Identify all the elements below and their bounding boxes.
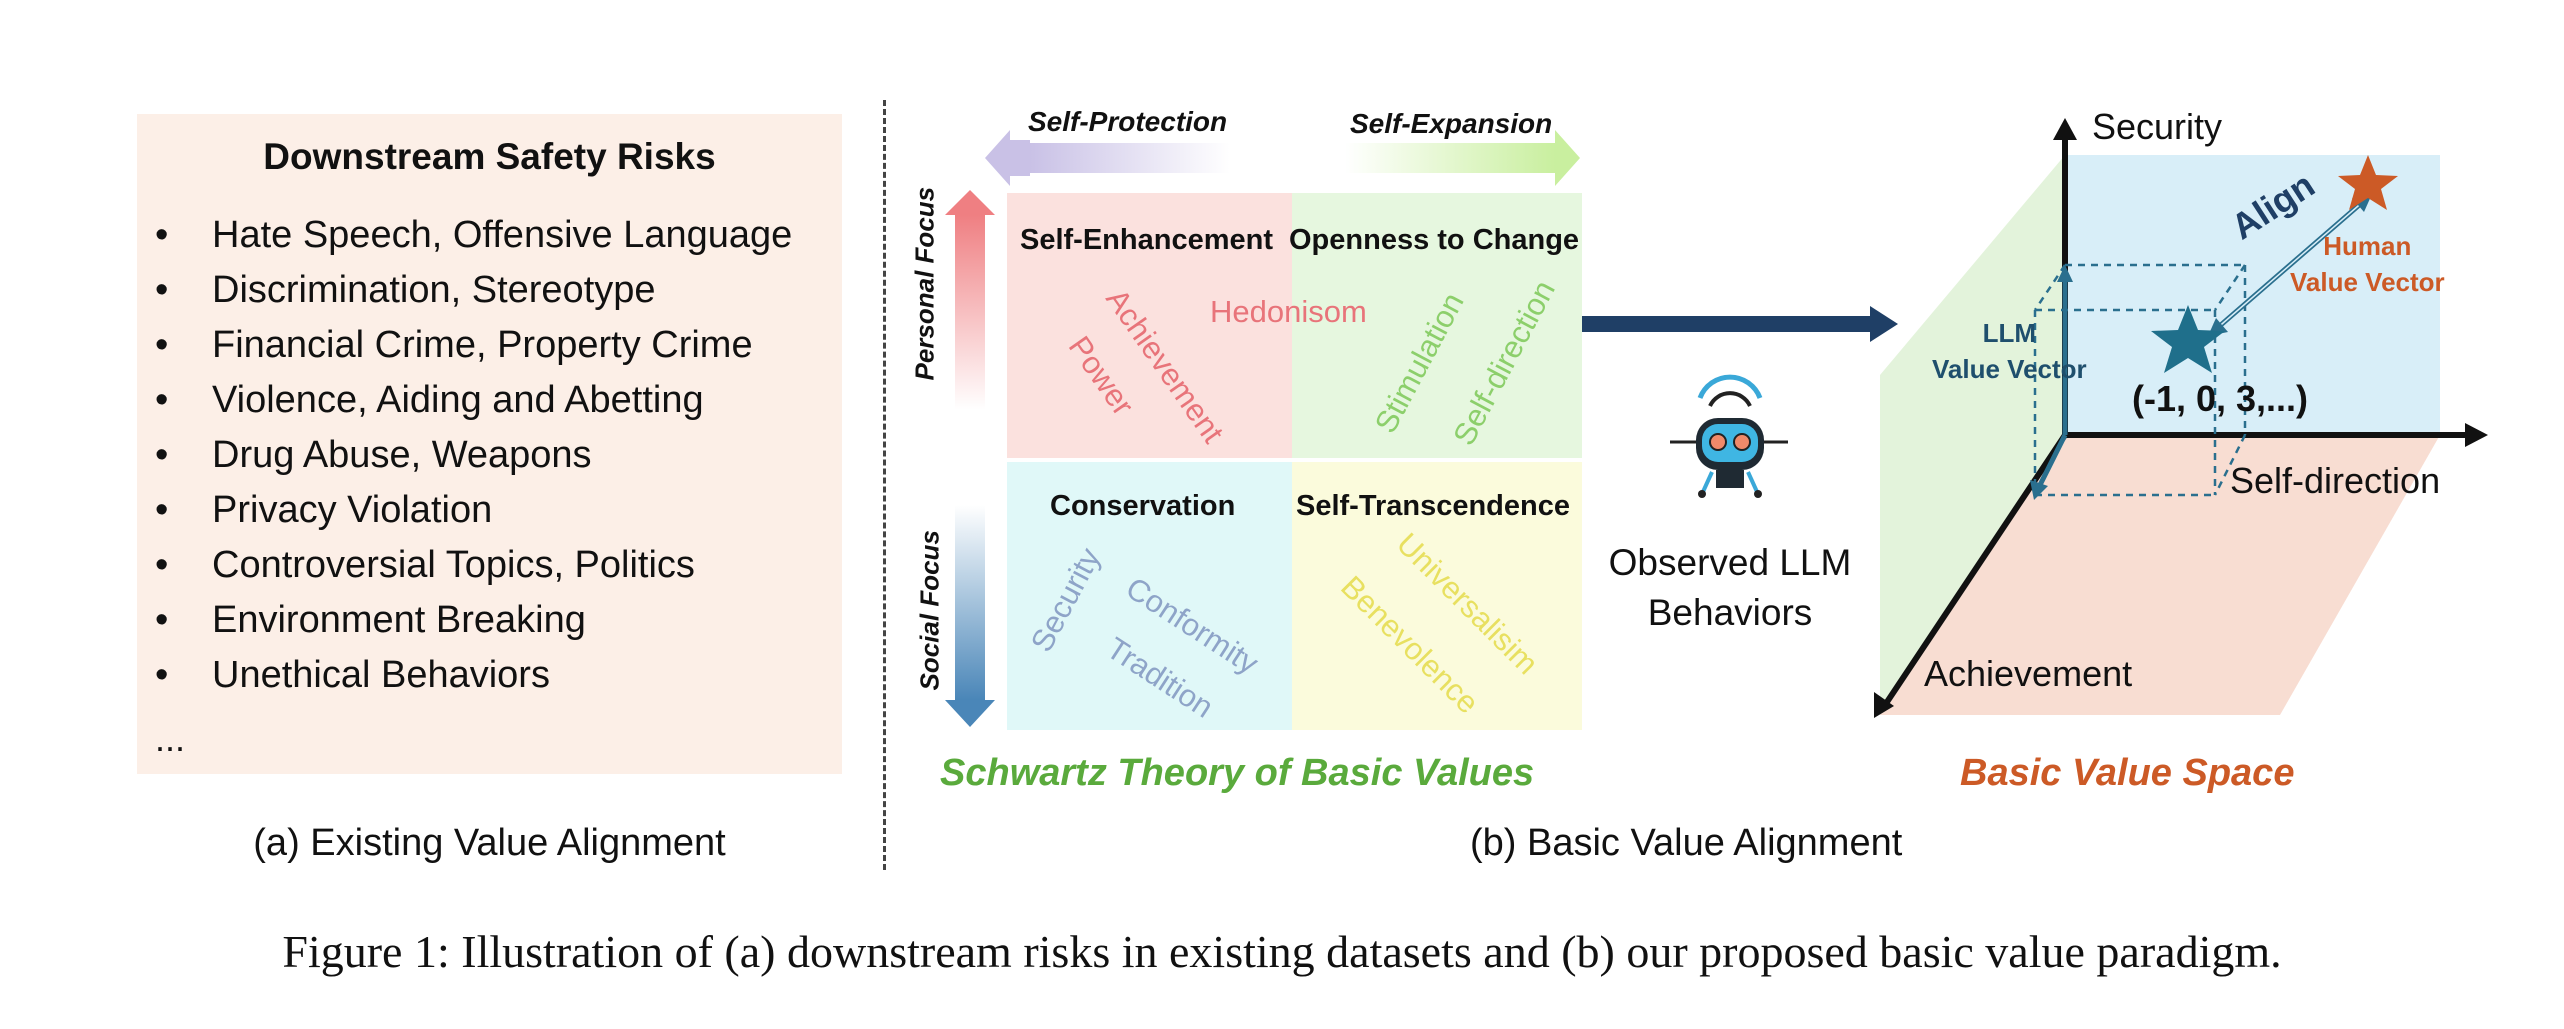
llm-vector-line-1: LLM — [1982, 318, 2037, 348]
llm-vector-coordinates: (-1, 0, 3,...) — [2132, 378, 2309, 419]
list-item: • Drug Abuse, Weapons — [155, 428, 792, 483]
caption-panel-a: (a) Existing Value Alignment — [253, 822, 726, 864]
caption-panel-b: (b) Basic Value Alignment — [1470, 822, 1903, 864]
social-focus-arrow-body — [955, 505, 985, 700]
llm-value-vector-label: LLM Value Vector — [1932, 315, 2087, 387]
llm-component-down — [2037, 433, 2068, 487]
risk-list-ellipsis: ... — [155, 718, 186, 759]
human-value-vector-label: Human Value Vector — [2290, 228, 2445, 300]
axis-self-direction-head — [2465, 423, 2488, 447]
schwartz-title: Schwartz Theory of Basic Values — [940, 752, 1535, 794]
self-protection-label: Self-Protection — [1028, 106, 1228, 137]
self-enhancement-title: Self-Enhancement — [1020, 224, 1273, 256]
panel-divider — [883, 100, 886, 870]
risk-box-title: Downstream Safety Risks — [263, 136, 716, 177]
axis-security-head — [2053, 118, 2077, 140]
axis-achievement-label: Achievement — [1924, 653, 2133, 694]
bullet: • — [155, 489, 169, 531]
axis-security-label: Security — [2092, 106, 2223, 147]
list-item: • Unethical Behaviors — [155, 648, 792, 703]
risk-box — [137, 114, 842, 774]
axis-self-direction-label: Self-direction — [2230, 460, 2441, 501]
bullet: • — [155, 544, 169, 586]
robot-icon — [1670, 374, 1788, 498]
plane-left — [1880, 155, 2065, 715]
list-item: • Controversial Topics, Politics — [155, 538, 792, 593]
human-star — [2338, 155, 2398, 210]
list-item: • Financial Crime, Property Crime — [155, 318, 792, 373]
self-expansion-label: Self-Expansion — [1350, 108, 1553, 139]
quadrant-self-enhancement — [1007, 193, 1292, 458]
list-item: • Privacy Violation — [155, 483, 792, 538]
basic-value-space-title: Basic Value Space — [1960, 752, 2295, 794]
risk-label: Drug Abuse, Weapons — [212, 434, 592, 476]
projection-box — [2033, 263, 2247, 497]
llm-vector-line-2: Value Vector — [1932, 354, 2087, 384]
observed-line-2: Behaviors — [1647, 592, 1813, 633]
personal-focus-arrow-body — [955, 215, 985, 410]
bullet: • — [155, 269, 169, 311]
risk-label: Hate Speech, Offensive Language — [212, 214, 793, 256]
observed-behaviors-label: Observed LLM Behaviors — [1580, 538, 1880, 638]
conservation-title: Conservation — [1050, 490, 1236, 522]
quadrant-conservation — [1007, 462, 1292, 730]
self-protection-arrow-body — [1030, 143, 1230, 173]
personal-focus-arrow — [945, 190, 995, 215]
list-item: • Hate Speech, Offensive Language — [155, 208, 792, 263]
bullet: • — [155, 214, 169, 256]
bullet: • — [155, 379, 169, 421]
risk-label: Privacy Violation — [212, 489, 493, 531]
llm-component-down-head — [2030, 480, 2048, 500]
list-item: • Violence, Aiding and Abetting — [155, 373, 792, 428]
social-focus-arrow — [945, 700, 995, 727]
human-vector-line-2: Value Vector — [2290, 267, 2445, 297]
human-vector-line-1: Human — [2323, 231, 2412, 261]
risk-label: Controversial Topics, Politics — [212, 544, 695, 586]
openness-title: Openness to Change — [1289, 224, 1580, 256]
risk-label: Violence, Aiding and Abetting — [212, 379, 704, 421]
bullet: • — [155, 324, 169, 366]
bullet: • — [155, 654, 169, 696]
risk-label: Unethical Behaviors — [212, 654, 550, 696]
llm-component-up-head — [2057, 265, 2073, 282]
bullet: • — [155, 599, 169, 641]
quadrant-self-transcendence — [1292, 462, 1582, 730]
self-expansion-arrow-body — [1345, 143, 1555, 173]
self-expansion-arrow — [1555, 130, 1580, 186]
llm-star — [2151, 305, 2225, 373]
axis-achievement-head — [1874, 692, 1894, 718]
flow-arrow-head — [1870, 306, 1898, 342]
risk-label: Environment Breaking — [212, 599, 586, 641]
list-item: • Discrimination, Stereotype — [155, 263, 792, 318]
flow-arrow-body — [1580, 316, 1870, 332]
list-item: • Environment Breaking — [155, 593, 792, 648]
figure-caption: Figure 1: Illustration of (a) downstream… — [282, 926, 2282, 977]
self-transcendence-title: Self-Transcendence — [1296, 490, 1570, 522]
observed-line-1: Observed LLM — [1608, 542, 1852, 583]
bullet: • — [155, 434, 169, 476]
quadrant-openness-to-change — [1292, 193, 1582, 458]
risk-label: Discrimination, Stereotype — [212, 269, 656, 311]
value-hedonism: Hedonisom — [1210, 294, 1367, 329]
risk-label: Financial Crime, Property Crime — [212, 324, 753, 366]
risk-list: • Hate Speech, Offensive Language • Discri… — [155, 208, 792, 703]
self-protection-arrow — [985, 130, 1030, 186]
